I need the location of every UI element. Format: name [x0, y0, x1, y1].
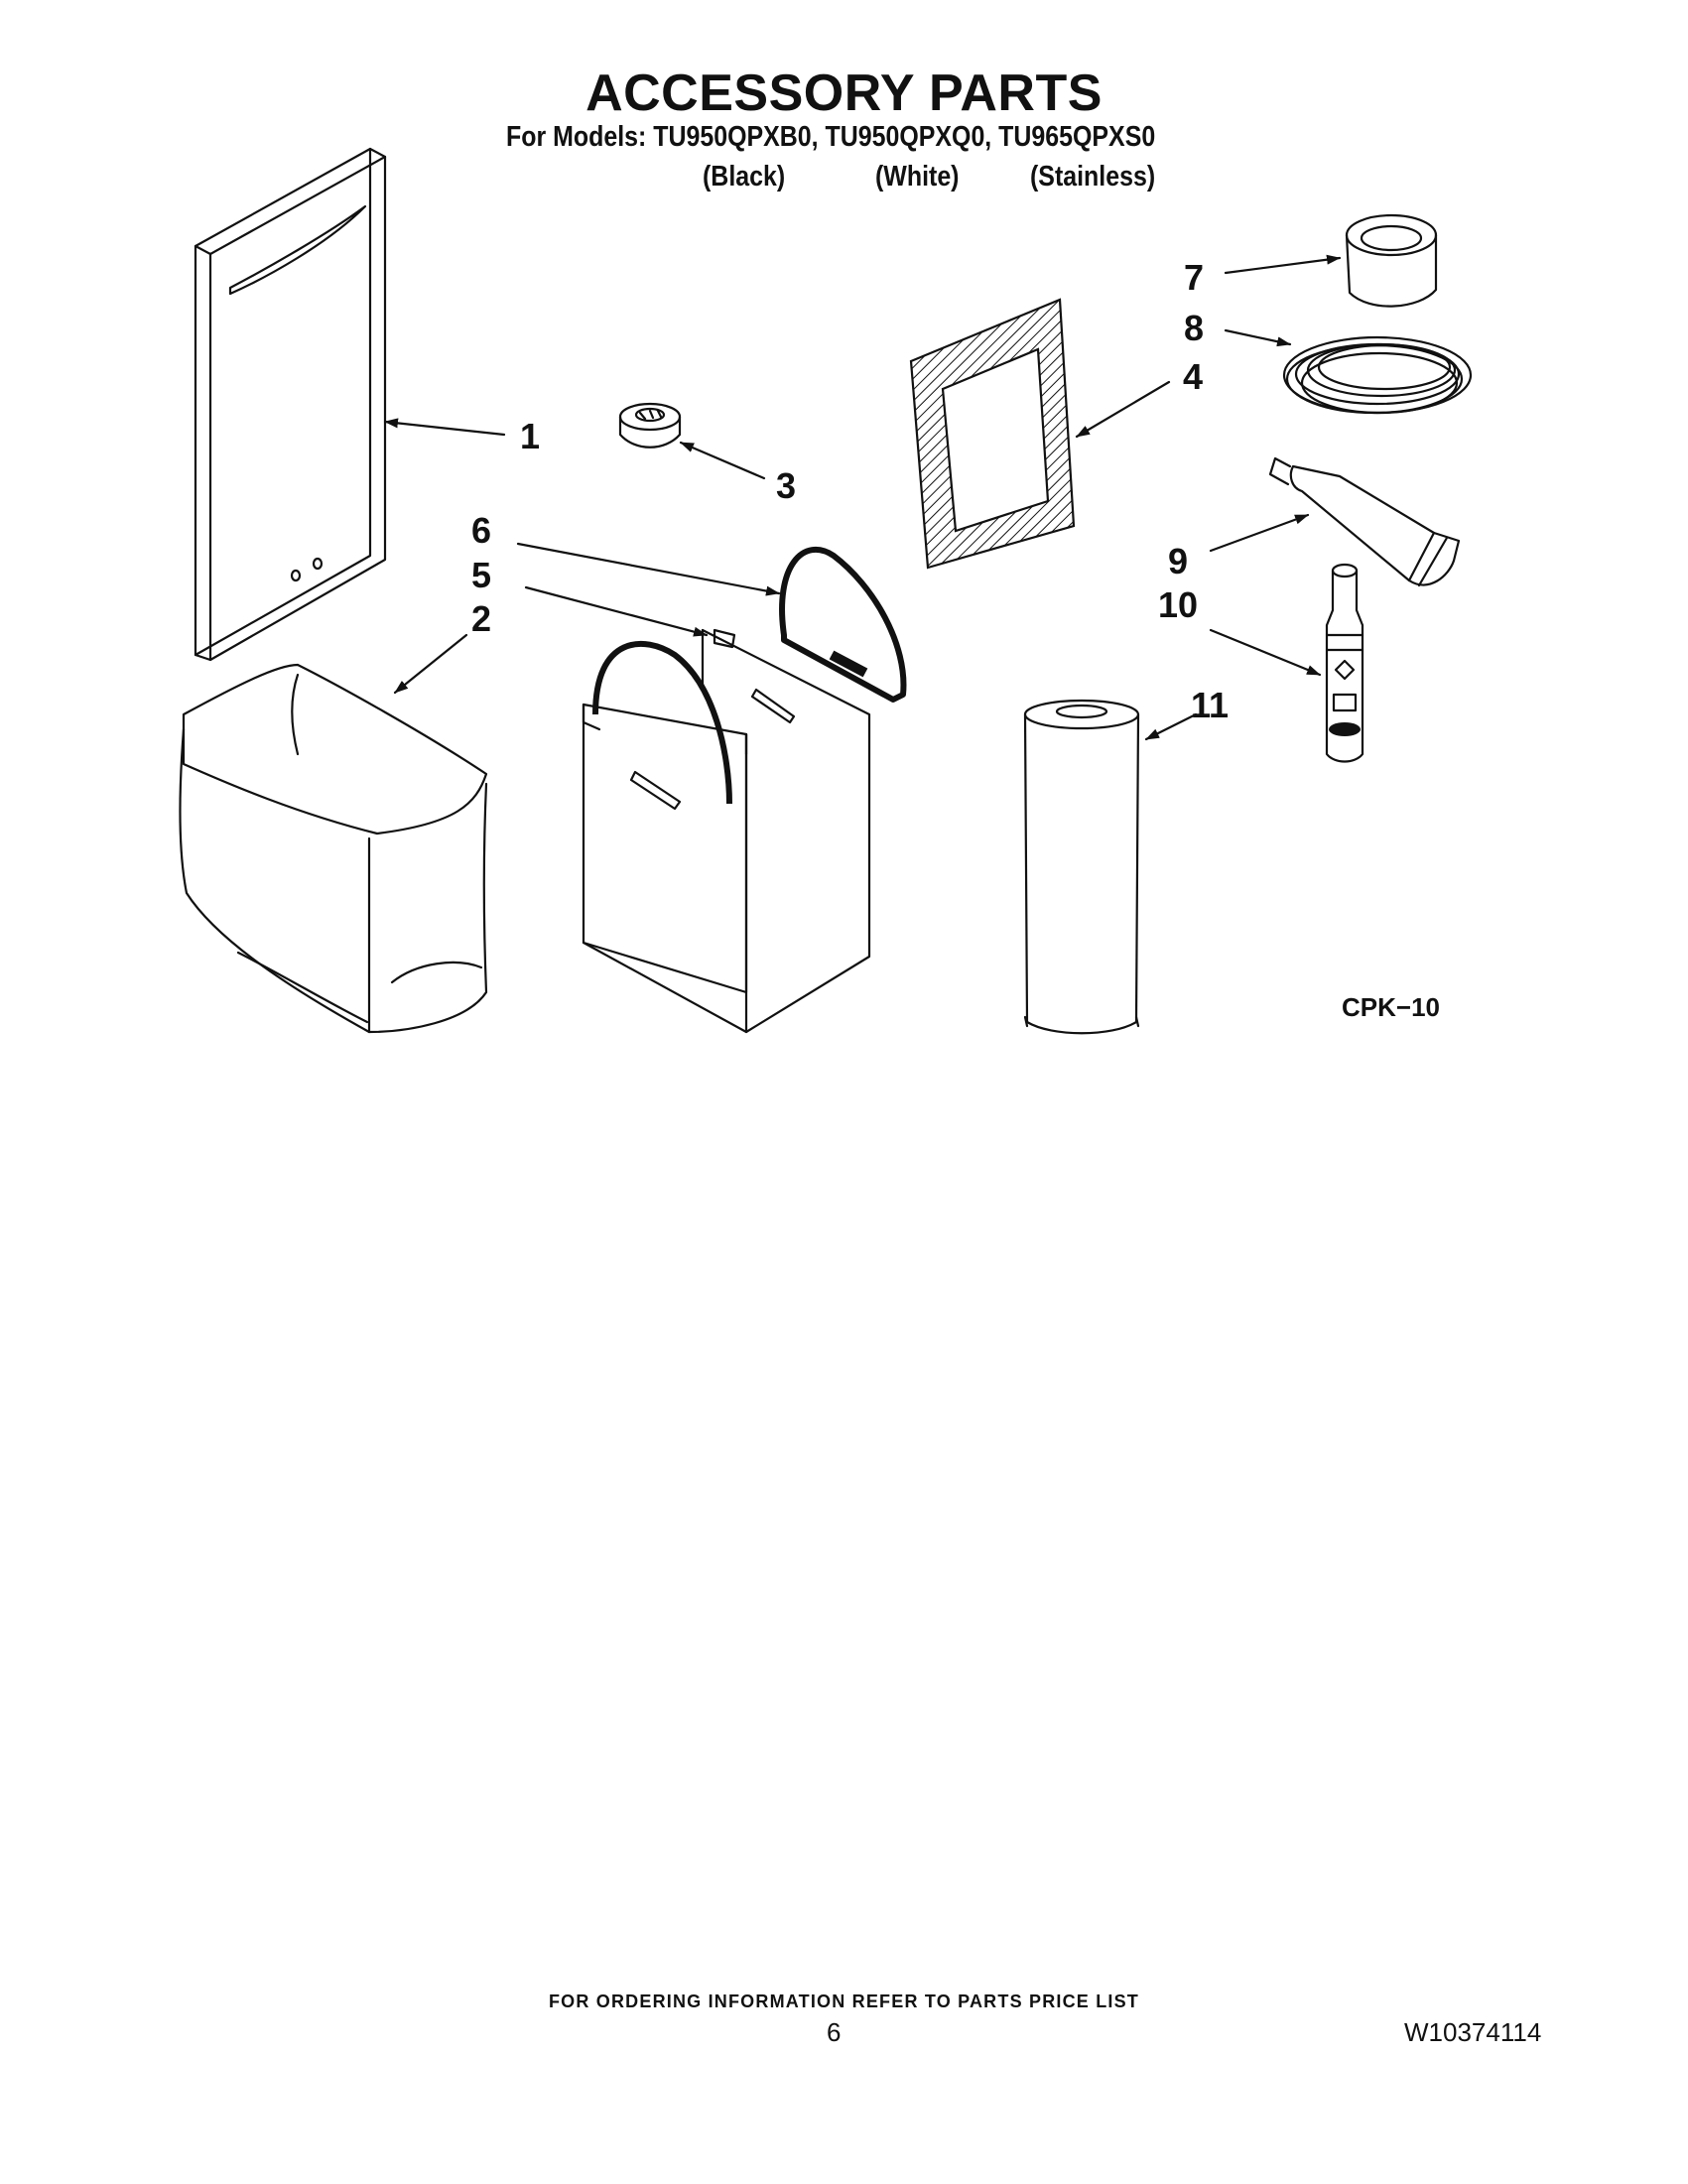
exploded-parts-diagram: 1 2 3 4 5 6 7 8 9 10 11 CPK−10	[179, 147, 1473, 1035]
callout-1: 1	[520, 416, 540, 456]
grease-tube-part	[1268, 456, 1461, 587]
document-number: W10374114	[1404, 2017, 1542, 2047]
trash-bag-part	[179, 663, 488, 1034]
leader-arrows	[383, 254, 1342, 741]
callout-9: 9	[1168, 541, 1188, 581]
page-number: 6	[827, 2017, 842, 2047]
gasket-frame-part	[909, 298, 1076, 570]
variant-stainless: (Stainless)	[1030, 161, 1156, 193]
bin-tray-part	[582, 628, 871, 1034]
handle-part	[779, 547, 907, 703]
diagram-code: CPK−10	[1342, 992, 1440, 1022]
tape-roll-part	[1345, 213, 1438, 308]
callout-2: 2	[471, 598, 491, 639]
variant-white: (White)	[875, 161, 960, 193]
callout-11: 11	[1191, 685, 1229, 725]
coiled-cord-part	[1282, 335, 1473, 415]
callout-7: 7	[1184, 257, 1204, 298]
vent-cap-part	[618, 402, 682, 449]
callout-8: 8	[1184, 308, 1204, 348]
page-title: ACCESSORY PARTS	[585, 64, 1103, 122]
callout-3: 3	[776, 465, 796, 506]
touch-up-vial-part	[1325, 563, 1364, 763]
door-panel-part	[194, 147, 387, 662]
callout-10: 10	[1158, 584, 1198, 625]
callout-5: 5	[471, 555, 491, 595]
callout-6: 6	[471, 510, 491, 551]
callout-4: 4	[1183, 356, 1203, 397]
spray-can-part	[1023, 699, 1140, 1035]
variant-black: (Black)	[703, 161, 786, 193]
ordering-note: FOR ORDERING INFORMATION REFER TO PARTS …	[548, 1991, 1139, 2011]
models-line: For Models: TU950QPXB0, TU950QPXQ0, TU96…	[506, 121, 1156, 153]
